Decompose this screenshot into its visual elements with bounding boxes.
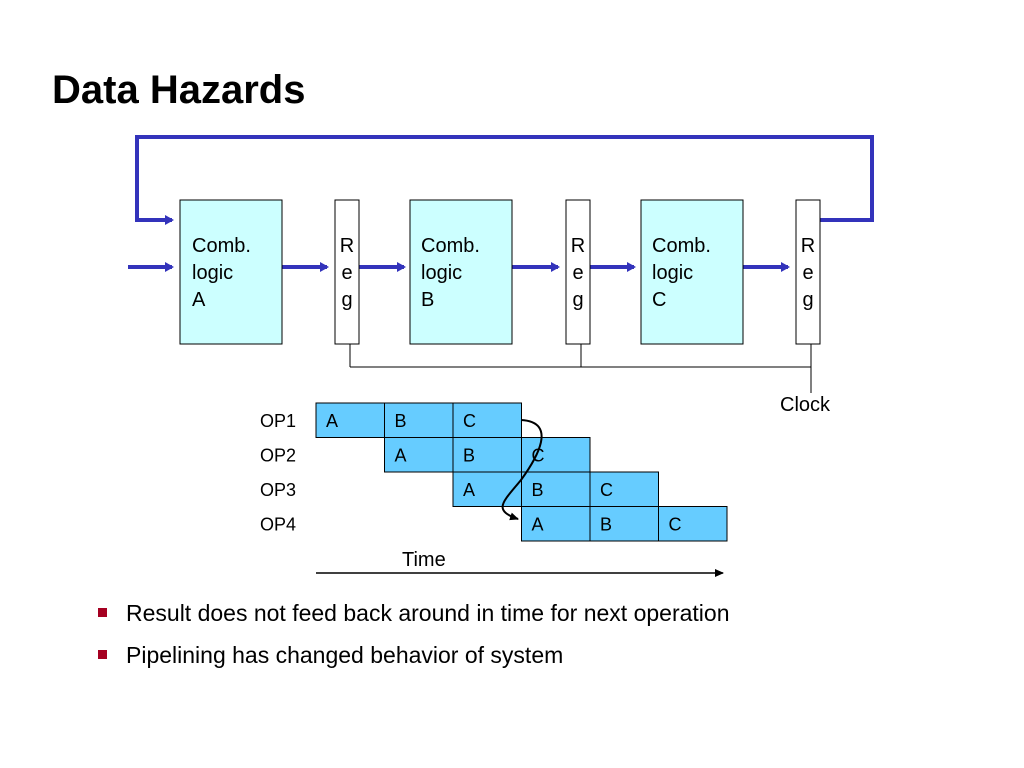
svg-text:e: e <box>341 262 352 284</box>
bullet-item: Result does not feed back around in time… <box>96 598 729 640</box>
clock-wire <box>349 344 812 393</box>
op-label: OP1 <box>260 411 296 431</box>
timing-cell-label: A <box>463 480 475 500</box>
timing-cell-label: B <box>532 480 544 500</box>
timing-cell <box>384 437 454 473</box>
svg-text:B: B <box>421 289 434 311</box>
op-label: OP4 <box>260 515 296 535</box>
slide-title: Data Hazards <box>52 68 306 112</box>
svg-text:logic: logic <box>192 262 233 284</box>
svg-text:e: e <box>802 262 813 284</box>
timing-cell <box>452 471 522 507</box>
bullet-list: Result does not feed back around in time… <box>96 598 729 682</box>
svg-text:R: R <box>571 235 585 257</box>
timing-cell-label: C <box>600 480 613 500</box>
timing-cell-label: B <box>463 446 475 466</box>
bullet-marker-icon <box>98 608 107 617</box>
timing-cell-label: C <box>532 446 545 466</box>
svg-text:Comb.: Comb. <box>192 235 251 257</box>
svg-text:logic: logic <box>421 262 462 284</box>
timing-cell-label: A <box>532 515 544 535</box>
svg-text:logic: logic <box>652 262 693 284</box>
time-label: Time <box>402 549 446 571</box>
svg-text:Comb.: Comb. <box>652 235 711 257</box>
timing-cell <box>589 471 659 507</box>
timing-cell <box>315 402 385 438</box>
bullet-item: Pipelining has changed behavior of syste… <box>96 640 729 682</box>
register-1: R e g <box>334 199 360 345</box>
timing-cell <box>452 402 522 438</box>
svg-text:R: R <box>801 235 815 257</box>
dependency-arrow <box>501 419 543 521</box>
timing-cell-label: B <box>395 411 407 431</box>
timing-cell-label: A <box>395 446 407 466</box>
svg-text:A: A <box>192 289 206 311</box>
timing-cell-label: C <box>669 515 682 535</box>
svg-text:C: C <box>652 289 666 311</box>
timing-cell-label: C <box>463 411 476 431</box>
timing-cell <box>658 506 728 542</box>
op-label: OP2 <box>260 446 296 466</box>
clock-label: Clock <box>780 394 831 416</box>
timing-cell-label: B <box>600 515 612 535</box>
comb-logic-a: Comb. logic A <box>179 199 283 345</box>
svg-text:g: g <box>802 289 813 311</box>
feedback-wire <box>135 135 874 225</box>
svg-text:g: g <box>341 289 352 311</box>
svg-text:g: g <box>572 289 583 311</box>
timing-cell <box>521 437 591 473</box>
comb-logic-b: Comb. logic B <box>409 199 513 345</box>
bullet-marker-icon <box>98 650 107 659</box>
svg-text:e: e <box>572 262 583 284</box>
svg-text:R: R <box>340 235 354 257</box>
timing-cell <box>521 471 591 507</box>
comb-logic-c: Comb. logic C <box>640 199 744 345</box>
timing-cell <box>589 506 659 542</box>
timing-cell <box>521 506 591 542</box>
op-label: OP3 <box>260 480 296 500</box>
register-3: R e g <box>795 199 821 345</box>
register-2: R e g <box>565 199 591 345</box>
svg-text:Comb.: Comb. <box>421 235 480 257</box>
timing-cell-label: A <box>326 411 338 431</box>
timing-cell <box>384 402 454 438</box>
